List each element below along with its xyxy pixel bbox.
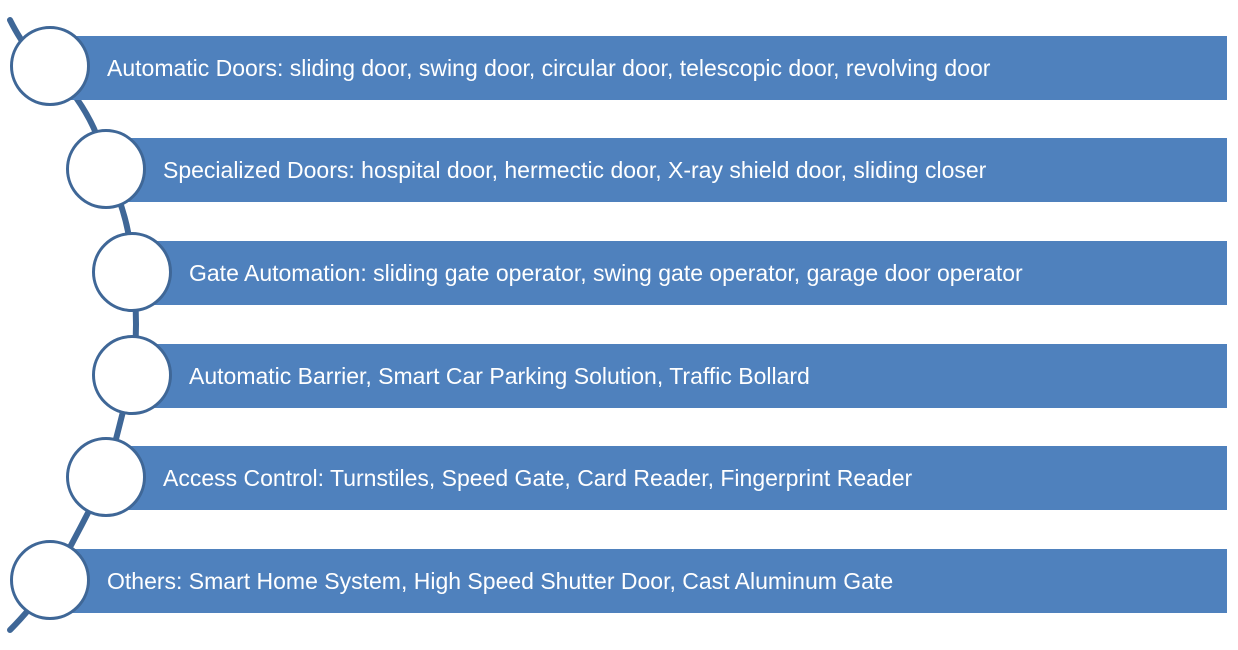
list-item-label: Access Control: Turnstiles, Speed Gate, … <box>163 465 913 491</box>
list-item-bar: Specialized Doors: hospital door, hermec… <box>106 138 1227 202</box>
list-item-bar: Access Control: Turnstiles, Speed Gate, … <box>106 446 1227 510</box>
list-bullet-circle <box>10 26 90 106</box>
list-item-bar: Gate Automation: sliding gate operator, … <box>132 241 1227 305</box>
list-bullet-circle <box>92 232 172 312</box>
list-item-label: Automatic Doors: sliding door, swing doo… <box>107 55 991 81</box>
list-item-bar: Automatic Doors: sliding door, swing doo… <box>52 36 1227 100</box>
list-item-label: Gate Automation: sliding gate operator, … <box>189 260 1023 286</box>
list-bullet-circle <box>66 437 146 517</box>
list-item-bar: Others: Smart Home System, High Speed Sh… <box>52 549 1227 613</box>
list-item-label: Others: Smart Home System, High Speed Sh… <box>107 568 894 594</box>
list-item-label: Automatic Barrier, Smart Car Parking Sol… <box>189 363 810 389</box>
list-item-bar: Automatic Barrier, Smart Car Parking Sol… <box>132 344 1227 408</box>
list-bullet-circle <box>10 540 90 620</box>
list-bullet-circle <box>66 129 146 209</box>
list-item-label: Specialized Doors: hospital door, hermec… <box>163 157 987 183</box>
list-bullet-circle <box>92 335 172 415</box>
